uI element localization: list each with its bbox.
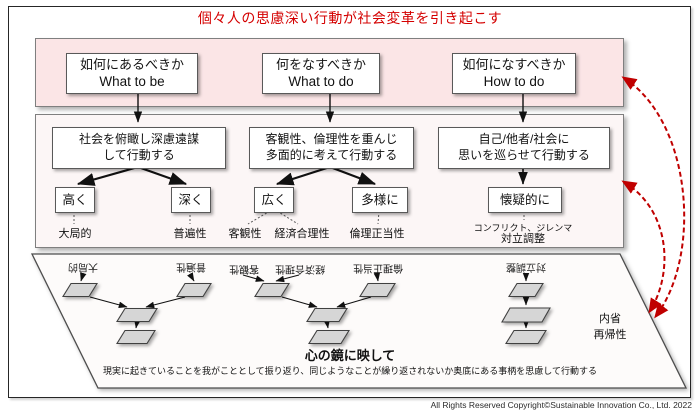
introspection-note: 内省 再帰性 bbox=[586, 312, 634, 344]
goal-box-jp: 如何になすべきか bbox=[462, 57, 566, 73]
introspection-note-line1: 内省 bbox=[599, 313, 621, 325]
label-big-picture: 大局的 bbox=[58, 228, 92, 240]
action-box-line1: 客観性、倫理性を重んじ bbox=[265, 132, 398, 147]
mirror-node-boxes bbox=[62, 282, 551, 345]
action-box-reflection: 自己/他者/社会に 思いを巡らせて行動する bbox=[438, 127, 610, 169]
feedback-arrows bbox=[621, 76, 686, 319]
mode-box-diverse: 多様に bbox=[352, 187, 408, 213]
label-economic-rationality: 経済合理性 bbox=[274, 228, 330, 240]
copyright-text: All Rights Reserved Copyright©Sustainabl… bbox=[430, 400, 692, 410]
action-box-objectivity: 客観性、倫理性を重んじ 多面的に考えて行動する bbox=[249, 127, 414, 169]
label-conflict-dilemma: コンフリクト、ジレンマ bbox=[473, 223, 573, 233]
mirror-tree-arrows bbox=[80, 272, 530, 329]
action-box-line1: 社会を俯瞰し深慮遠謀 bbox=[78, 132, 199, 147]
goal-box-en: What to do bbox=[288, 74, 354, 90]
introspection-note-line2: 再帰性 bbox=[593, 328, 627, 341]
action-box-line2: 思いを巡らせて行動する bbox=[458, 148, 590, 162]
action-box-line1: 自己/他者/社会に bbox=[478, 132, 570, 147]
diagram-title: 個々人の思慮深い行動が社会変革を引き起こす bbox=[197, 10, 503, 26]
mirror-label-big-picture: 大局的 bbox=[68, 261, 98, 272]
action-box-overview: 社会を俯瞰し深慮遠謀 して行動する bbox=[52, 127, 226, 169]
mirror-label-ethical-legitimacy: 倫理正当性 bbox=[353, 262, 403, 273]
mirror-label-universality: 普遍性 bbox=[176, 261, 206, 272]
mode-box-skeptical: 懐疑的に bbox=[488, 187, 562, 213]
outer-frame bbox=[8, 6, 691, 398]
mirror-description: 現実に起きていることを我がこととして振り返り、同じようなことが繰り返されないか奥… bbox=[102, 366, 598, 376]
action-box-line2: して行動する bbox=[103, 148, 175, 162]
goal-box-what-to-do: 何をなすべきか What to do bbox=[262, 53, 380, 94]
label-conflict-adjustment: 対立調整 bbox=[501, 233, 545, 245]
top-to-middle-arrows bbox=[133, 93, 528, 123]
mirror-label-conflict-adjustment: 対立調整 bbox=[506, 261, 546, 272]
mirror-caption: 心の鏡に映して bbox=[304, 348, 396, 363]
mode-to-label-dashes bbox=[73, 210, 525, 225]
action-to-mode-arrows bbox=[76, 165, 528, 186]
mirror-label-economic-rationality: 経済合理性 bbox=[275, 263, 325, 274]
mode-box-deep: 深く bbox=[171, 187, 211, 213]
label-ethical-legitimacy: 倫理正当性 bbox=[349, 228, 405, 240]
goal-box-jp: 如何にあるべきか bbox=[79, 57, 184, 73]
action-box-line2: 多面的に考えて行動する bbox=[265, 148, 398, 162]
goal-box-en: What to be bbox=[99, 74, 165, 90]
goal-box-en: How to do bbox=[483, 74, 545, 90]
goal-box-what-to-be: 如何にあるべきか What to be bbox=[66, 53, 198, 94]
goal-box-jp: 何をなすべきか bbox=[275, 57, 367, 73]
goal-box-how-to-do: 如何になすべきか How to do bbox=[452, 53, 576, 94]
mode-box-wide: 広く bbox=[254, 187, 294, 213]
label-universality: 普遍性 bbox=[173, 228, 207, 240]
mirror-label-objectivity: 客観性 bbox=[229, 263, 259, 274]
mode-box-high: 高く bbox=[55, 187, 95, 213]
label-objectivity: 客観性 bbox=[228, 228, 262, 240]
